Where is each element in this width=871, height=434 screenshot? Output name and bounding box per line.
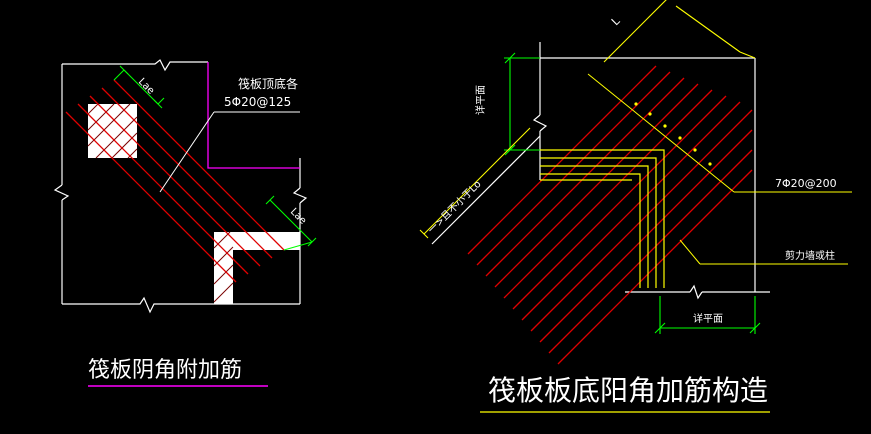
right-dim-left	[504, 52, 540, 156]
right-dim-left-label: 详平面	[474, 85, 487, 115]
left-callout-leader	[159, 111, 215, 193]
left-title: 筏板阴角附加筋	[88, 358, 242, 383]
left-dim-right	[265, 195, 317, 251]
right-callout-wall: 剪力墙或柱	[785, 249, 835, 262]
column-block	[88, 104, 137, 158]
l-wall	[214, 232, 300, 304]
left-callout-line1: 筏板顶底各	[238, 76, 298, 91]
right-callout-rebar: 7Φ20@200	[775, 177, 837, 190]
right-dim-bottom-label: 详平面	[693, 312, 723, 325]
right-dim-corner-label: L	[609, 14, 623, 28]
right-dim-corner	[603, 0, 756, 63]
left-dim-top-label: Lae	[136, 76, 156, 96]
right-dim-bottom	[654, 296, 761, 334]
right-dim-diagonal-label: 一>且不小于Lo	[426, 178, 484, 236]
right-rebars	[467, 65, 753, 365]
right-dim-diagonal	[419, 127, 531, 239]
right-title: 筏板板底阳角加筋构造	[488, 374, 768, 407]
left-detail: Lae Lae 筏板顶底各 5Φ20@125 筏板阴角附加筋	[53, 59, 317, 387]
right-diagonal-edge	[431, 135, 541, 245]
left-corner-outline	[207, 62, 300, 169]
left-callout-line2: 5Φ20@125	[224, 95, 291, 109]
left-rebars	[65, 79, 285, 283]
left-dim-top	[113, 65, 165, 109]
left-slab-outline	[62, 59, 208, 72]
left-dim-right-label: Lae	[288, 206, 308, 226]
right-detail: L 详平面 一>且不小于Lo 详平面 7Φ20@200 剪力墙或柱	[419, 0, 852, 413]
right-wall-rebars	[540, 149, 665, 288]
